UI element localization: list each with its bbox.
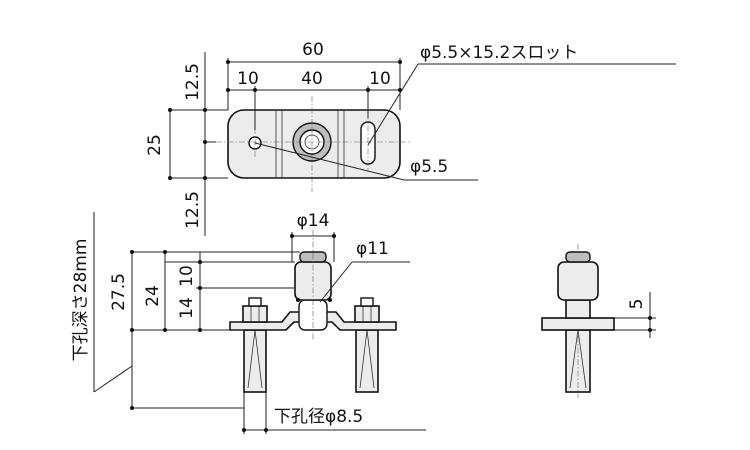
anchor-right-slit — [359, 329, 368, 389]
side-head — [557, 261, 599, 301]
hole-depth-label: 下孔深さ28mm — [71, 239, 91, 362]
dim-27.5-label: 27.5 — [109, 273, 129, 311]
dim-5-label: 5 — [627, 299, 647, 310]
dim-10-right-label: 10 — [369, 69, 391, 89]
anchor-right — [355, 329, 379, 393]
dim-dot — [130, 250, 134, 254]
side-anchor-slit — [569, 329, 579, 389]
bolt-tip-right — [360, 297, 374, 307]
dim-dot — [198, 328, 202, 332]
side-view: 5 — [541, 244, 656, 398]
dim-dot — [253, 88, 257, 92]
dim-25-label: 25 — [145, 134, 165, 156]
dim-dot — [648, 316, 652, 320]
dim-dot — [242, 428, 246, 432]
hole-depth-leader — [93, 365, 133, 393]
hex-nut-right — [354, 305, 380, 323]
dim-60-label: 60 — [302, 40, 324, 60]
dia11-label: φ11 — [356, 239, 389, 259]
slot-label: φ5.5×15.2スロット — [420, 43, 578, 63]
side-plate — [541, 317, 615, 331]
dim-dot — [328, 298, 332, 302]
dim-14-label: 14 — [177, 297, 197, 319]
dim-40-label: 40 — [301, 69, 323, 89]
dim-dot — [198, 286, 202, 290]
dim-24-label: 24 — [143, 285, 163, 307]
dim-dot — [168, 108, 172, 112]
hole-leader — [254, 142, 405, 181]
dim-dot — [290, 234, 294, 238]
dim-dot — [203, 176, 207, 180]
side-cap — [565, 251, 591, 263]
dim-10-label: 10 — [177, 265, 197, 287]
dim-dot — [366, 88, 370, 92]
dim-10-left-label: 10 — [237, 69, 259, 89]
anchor-left-slit — [247, 329, 256, 389]
dim-dot — [130, 406, 134, 410]
hole-label: φ5.5 — [410, 157, 448, 177]
dim-dot — [264, 428, 268, 432]
dia11-leader — [319, 261, 353, 303]
hole-dia-label: 下孔径φ8.5 — [274, 407, 363, 427]
dim-dot — [198, 260, 202, 264]
dim-12.5-top-label: 12.5 — [183, 63, 203, 101]
dim-dot — [203, 108, 207, 112]
dia14-label: φ14 — [297, 211, 330, 231]
dim-12.5-bottom-label: 12.5 — [183, 191, 203, 229]
slot-leader — [367, 63, 419, 146]
dim-dot — [163, 250, 167, 254]
dim-dot — [163, 328, 167, 332]
dim-dot — [226, 60, 230, 64]
side-nut — [565, 299, 591, 319]
dim-dot — [130, 328, 134, 332]
side-anchor-slit-2 — [577, 329, 587, 389]
anchor-right-slit-2 — [366, 329, 375, 389]
anchor-left-slit-2 — [254, 329, 263, 389]
front-view: φ14 φ11 27.5 24 14 10 下孔深さ28mm — [71, 211, 426, 434]
dim-dot — [296, 298, 300, 302]
bolt-tip-left — [248, 297, 262, 307]
dim-dot — [226, 88, 230, 92]
dim-dot — [648, 328, 652, 332]
dim-dot — [332, 234, 336, 238]
dim-dot — [168, 176, 172, 180]
top-view: 60 10 40 10 12.5 25 12.5 φ5.5×15.2スロット φ… — [145, 40, 676, 236]
dim-dot — [203, 140, 207, 144]
anchor-left — [243, 329, 267, 393]
dim-dot — [398, 60, 402, 64]
hex-nut-left — [242, 305, 268, 323]
